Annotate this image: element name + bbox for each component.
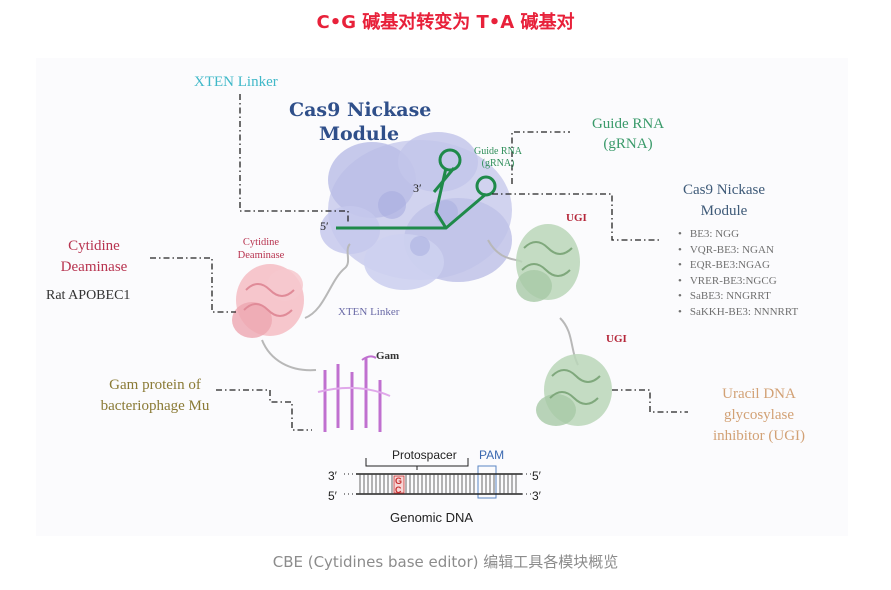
genomic-dna	[344, 458, 534, 499]
variant-item: VQR-BE3: NGAN	[678, 243, 798, 259]
variant-item: SaBE3: NNGRRT	[678, 289, 798, 305]
cas9-nickase-module-callout: Cas9 Nickase Module	[682, 182, 766, 219]
leader-lines	[150, 94, 688, 431]
xten-linker-connector	[304, 243, 351, 319]
variant-item: EQR-BE3:NGAG	[678, 258, 798, 274]
cas9-protein-structure	[320, 132, 512, 290]
cytidine-deaminase-callout: Cytidine Deaminase	[60, 238, 128, 275]
variant-item: BE3: NGG	[678, 227, 798, 243]
gam-label: Gam	[376, 350, 400, 362]
cytidine-deaminase-inner-label: Cytidine Deaminase	[237, 237, 285, 261]
gam-protein-structure	[317, 355, 391, 432]
xten-linker-inner-label: XTEN Linker	[338, 306, 400, 318]
genomic-dna-label: Genomic DNA	[390, 510, 474, 525]
page-title: C•G 碱基对转变为 T•A 碱基对	[316, 12, 575, 33]
uracil-dna-glycosylase-callout: Uracil DNA glycosylase inhibitor (UGI)	[712, 386, 806, 444]
deaminase-gam-connector	[261, 339, 317, 372]
dna-bottom-right-end: 3′	[532, 489, 541, 503]
rna-three-prime-label: 3′	[413, 181, 422, 195]
ugi-label-1: UGI	[566, 212, 587, 224]
ugi-structure-2	[536, 354, 612, 426]
variant-item: SaKKH-BE3: NNNRRT	[678, 305, 798, 321]
cytidine-deaminase-structure	[232, 264, 304, 338]
variant-item: VRER-BE3:NGCG	[678, 274, 798, 290]
protospacer-label: Protospacer	[392, 448, 457, 462]
ugi-structure-1	[516, 224, 580, 302]
guide-rna-callout: Guide RNA (gRNA)	[591, 116, 665, 152]
gam-protein-callout: Gam protein of bacteriophage Mu	[100, 377, 210, 414]
guide-rna-inner-label: Guide RNA (gRNA)	[473, 146, 523, 169]
dna-top-left-end: 3′	[328, 469, 337, 483]
ugi-label-2: UGI	[606, 333, 627, 345]
target-base-g: G	[395, 476, 403, 486]
pam-label: PAM	[479, 448, 505, 462]
cas9-variant-list: BE3: NGG VQR-BE3: NGAN EQR-BE3:NGAG VRER…	[678, 227, 798, 321]
xten-linker-label: XTEN Linker	[194, 74, 278, 90]
dna-bottom-left-end: 5′	[328, 489, 337, 503]
cas9-nickase-module-title: Cas9 Nickase Module	[289, 99, 432, 145]
figure-caption: CBE (Cytidines base editor) 编辑工具各模块概览	[272, 553, 619, 571]
rat-apobec1-label: Rat APOBEC1	[46, 288, 131, 303]
dna-top-right-end: 5′	[532, 469, 541, 483]
rna-five-prime-label: 5′	[320, 219, 329, 233]
guide-rna-structure	[336, 148, 497, 230]
target-base-c: C	[395, 485, 402, 495]
